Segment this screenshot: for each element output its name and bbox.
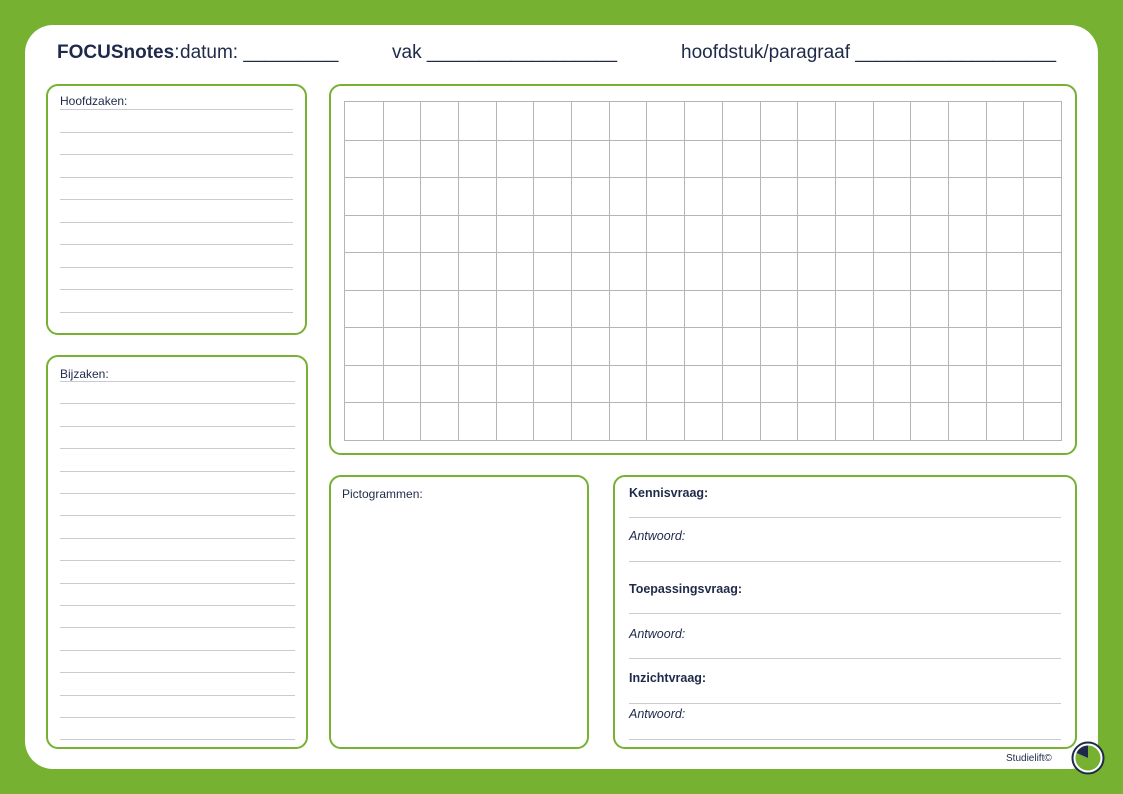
hoofdzaken-box[interactable]: [46, 84, 307, 335]
grid-column-line: [759, 102, 761, 440]
bijzaken-line[interactable]: [60, 739, 295, 741]
bijzaken-line[interactable]: [60, 672, 295, 674]
grid-row-line: [345, 177, 1061, 179]
grid-column-line: [684, 102, 686, 440]
hoofdzaken-line[interactable]: [60, 109, 293, 110]
grid-column-line: [382, 102, 384, 440]
bijzaken-line[interactable]: [60, 582, 295, 584]
grid-column-line: [608, 102, 610, 440]
grid-column-line: [495, 102, 497, 440]
hoofdzaken-line[interactable]: [60, 244, 293, 245]
pictogrammen-box[interactable]: [329, 475, 589, 749]
inzichtvraag-label: Inzichtvraag:: [629, 671, 707, 685]
brand-name: FOCUSnotes: [57, 42, 175, 63]
grid-column-line: [910, 102, 912, 440]
toepassingsvraag-line[interactable]: [629, 613, 1061, 614]
toepassingsvraag-label: Toepassingsvraag:: [629, 582, 743, 596]
grid-row-line: [345, 289, 1061, 291]
grid-row-line: [345, 364, 1061, 366]
kennis-antwoord-label: Antwoord:: [629, 529, 686, 543]
datum-field[interactable]: datum: _________: [180, 42, 339, 63]
hoofdzaken-line[interactable]: [60, 154, 293, 155]
grid-column-line: [1023, 102, 1025, 440]
grid-column-line: [646, 102, 648, 440]
bijzaken-line[interactable]: [60, 425, 295, 427]
bijzaken-line[interactable]: [60, 381, 295, 382]
inzichtvraag-line[interactable]: [629, 703, 1061, 704]
bijzaken-line[interactable]: [60, 448, 295, 450]
header-title: FOCUSnotes:: [57, 42, 179, 64]
bijzaken-line[interactable]: [60, 605, 295, 606]
square-grid[interactable]: [344, 101, 1062, 441]
inzicht-antwoord-line[interactable]: [629, 739, 1061, 740]
grid-column-line: [458, 102, 460, 440]
inzicht-antwoord-label: Antwoord:: [629, 707, 686, 721]
hoofdzaken-line[interactable]: [60, 176, 293, 178]
bijzaken-line[interactable]: [60, 493, 295, 494]
hoofdstuk-field[interactable]: hoofdstuk/paragraaf ___________________: [681, 42, 1057, 63]
toepassing-antwoord-label: Antwoord:: [629, 627, 686, 641]
hoofdzaken-line[interactable]: [60, 311, 293, 313]
hoofdzaken-line[interactable]: [60, 289, 293, 290]
grid-row-line: [345, 214, 1061, 216]
grid-column-line: [985, 102, 987, 440]
grid-column-line: [571, 102, 573, 440]
grid-column-line: [834, 102, 836, 440]
kennisvraag-line[interactable]: [629, 517, 1061, 518]
toepassing-antwoord-line[interactable]: [629, 658, 1061, 659]
pictogrammen-label: Pictogrammen:: [342, 487, 423, 501]
hoofdzaken-line[interactable]: [60, 199, 293, 200]
bijzaken-line[interactable]: [60, 403, 295, 405]
brand-separator: :: [174, 42, 180, 63]
grid-column-line: [721, 102, 723, 440]
studielift-logo-icon: [1071, 741, 1105, 775]
bijzaken-line[interactable]: [60, 515, 295, 517]
grid-column-line: [797, 102, 799, 440]
grid-box[interactable]: [329, 84, 1077, 455]
grid-column-line: [947, 102, 949, 440]
bijzaken-line[interactable]: [60, 694, 295, 696]
kennis-antwoord-line[interactable]: [629, 561, 1061, 562]
hoofdzaken-line[interactable]: [60, 221, 293, 223]
grid-row-line: [345, 139, 1061, 141]
bijzaken-line[interactable]: [60, 649, 295, 651]
bijzaken-line[interactable]: [60, 537, 295, 539]
grid-column-line: [533, 102, 535, 440]
bijzaken-line[interactable]: [60, 560, 295, 562]
bijzaken-line[interactable]: [60, 717, 295, 718]
hoofdzaken-line[interactable]: [60, 131, 293, 133]
kennisvraag-label: Kennisvraag:: [629, 486, 709, 500]
grid-row-line: [345, 327, 1061, 329]
bijzaken-line[interactable]: [60, 627, 295, 629]
credit-text: Studielift©: [1006, 753, 1052, 764]
hoofdzaken-line[interactable]: [60, 266, 293, 268]
grid-column-line: [420, 102, 422, 440]
hoofdzaken-label: Hoofdzaken:: [60, 94, 128, 108]
grid-row-line: [345, 252, 1061, 254]
bijzaken-label: Bijzaken:: [60, 367, 109, 381]
grid-row-line: [345, 402, 1061, 404]
bijzaken-box[interactable]: [46, 355, 308, 749]
bijzaken-line[interactable]: [60, 470, 295, 472]
vak-field[interactable]: vak __________________: [392, 42, 618, 63]
grid-column-line: [872, 102, 874, 440]
